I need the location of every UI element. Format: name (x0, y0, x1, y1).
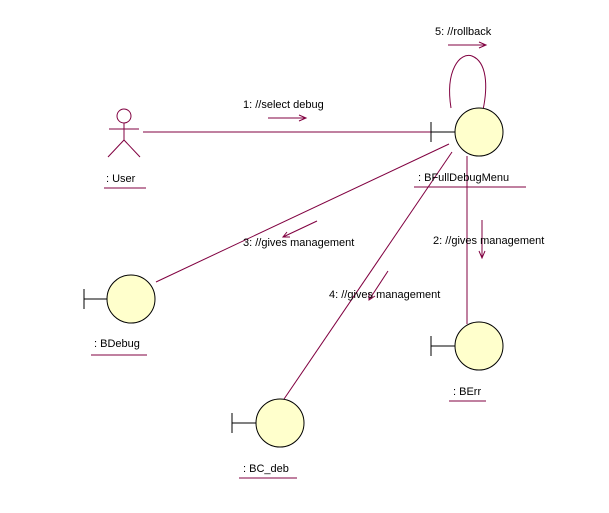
boundary-circle-bdebug (106, 274, 156, 324)
arrow-msg-5 (448, 41, 488, 49)
message-5-label: 5: //rollback (435, 26, 492, 38)
boundary-bfulldebugmenu (430, 107, 504, 157)
label-bdebug: : BDebug (94, 338, 140, 350)
message-arrows (268, 41, 488, 301)
boundary-berr (430, 321, 504, 371)
arrow-msg-1 (268, 114, 308, 122)
message-3-label: 3: //gives management (243, 237, 354, 249)
actor-user (107, 108, 141, 158)
arrow-msg-2 (478, 220, 486, 260)
boundary-circle-bfulldebugmenu (454, 107, 504, 157)
boundary-bdebug (83, 274, 156, 324)
label-bfulldebugmenu: : BFullDebugMenu (418, 172, 509, 184)
label-user: : User (106, 173, 136, 185)
actor-head-icon (116, 108, 132, 124)
object-labels: : User : BFullDebugMenu : BDebug : BErr … (91, 172, 526, 479)
boundary-bc-deb (231, 398, 305, 448)
arrow-msg-4 (368, 270, 389, 301)
label-berr: : BErr (453, 386, 481, 398)
arrow-msg-3 (281, 220, 318, 238)
links (143, 54, 487, 403)
label-bc-deb: : BC_deb (243, 463, 289, 475)
self-link-rollback (449, 54, 487, 111)
boundary-circle-berr (454, 321, 504, 371)
message-2-label: 2: //gives management (433, 235, 544, 247)
link-bfulldebugmenu-bdebug (155, 143, 450, 283)
boundary-circle-bc-deb (255, 398, 305, 448)
message-4-label: 4: //gives management (329, 289, 440, 301)
link-bfulldebugmenu-bc-deb (281, 151, 453, 403)
message-1-label: 1: //select debug (243, 99, 324, 111)
message-labels: 1: //select debug 2: //gives management … (243, 26, 544, 301)
